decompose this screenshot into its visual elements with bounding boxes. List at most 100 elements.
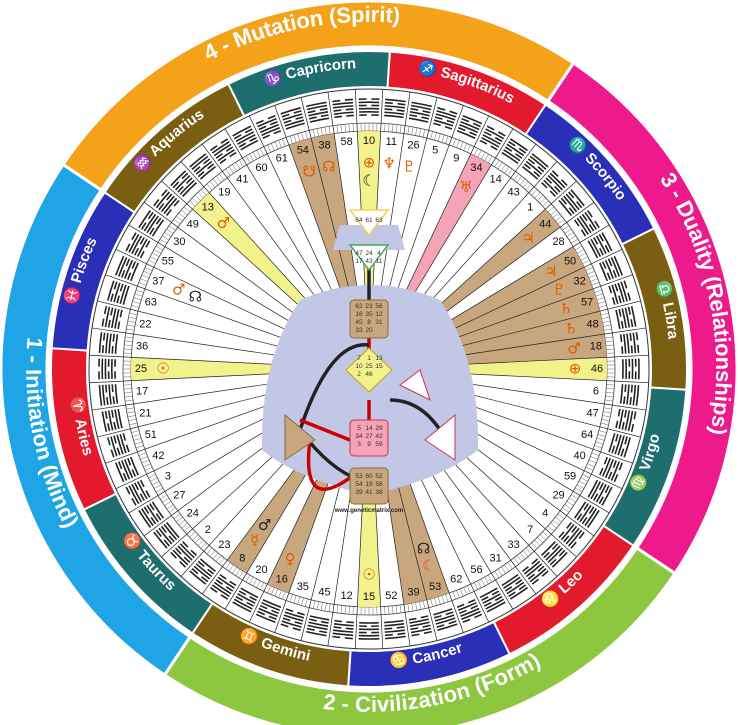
hexagram-icon: [170, 170, 197, 197]
ajna-center: [348, 244, 390, 272]
gate-number: 2: [205, 524, 211, 536]
center-gate-number: 29: [375, 425, 383, 432]
gate-number: 32: [574, 276, 586, 288]
gate-number: 56: [470, 564, 482, 576]
gate-highlight: [438, 357, 607, 381]
gate-number: 3: [165, 470, 171, 482]
gate-number: 51: [145, 429, 157, 441]
hexagram-icon: [619, 332, 640, 354]
gate-number: 54: [297, 145, 309, 157]
gate-number: 37: [152, 276, 164, 288]
hexagram-icon: [115, 456, 139, 483]
hexagram-icon: [615, 408, 637, 432]
hexagram-icon: [408, 615, 432, 637]
center-gate-number: 34: [355, 433, 363, 440]
gate-highlight: [429, 246, 585, 340]
planet-glyph-icon: ☊: [417, 539, 430, 557]
gate-number: 44: [539, 218, 551, 230]
hexagram-icon: [98, 332, 119, 354]
gate-number: 15: [363, 591, 375, 603]
gate-number: 63: [145, 297, 157, 309]
center-gate-number: 1: [367, 355, 371, 362]
gate-number: 64: [581, 429, 593, 441]
root-center: [349, 467, 389, 505]
hexagram-icon: [189, 153, 217, 180]
planet-glyph-icon: ☊: [322, 157, 335, 175]
center-gate-number: 38: [375, 489, 383, 496]
center-gate-number: 64: [355, 217, 363, 224]
planet-glyph-icon: ♂: [567, 339, 580, 357]
center-gate-number: 5: [357, 425, 361, 432]
gate-number: 50: [564, 255, 576, 267]
center-gate-number: 20: [365, 327, 373, 334]
planet-glyph-icon: ☉: [362, 566, 375, 584]
hexagram-icon: [384, 98, 406, 119]
hexagram-icon: [521, 153, 549, 180]
gate-number: 6: [593, 385, 599, 397]
gate-number: 36: [136, 341, 148, 353]
center-gate-number: 39: [355, 489, 363, 496]
gate-number: 30: [173, 236, 185, 248]
center-gate-number: 52: [375, 473, 383, 480]
planet-glyph-icon: ☋: [303, 162, 316, 180]
gate-number: 46: [591, 363, 603, 375]
hexagram-icon: [521, 558, 549, 585]
planet-glyph-icon: ♄: [564, 319, 577, 337]
center-gate-number: 14: [365, 425, 373, 432]
gate-number: 55: [162, 255, 174, 267]
g-center: [345, 347, 393, 393]
gate-highlight: [398, 153, 492, 309]
planet-glyph-icon: ♃: [544, 262, 557, 280]
gate-number: 39: [407, 587, 419, 599]
throat-center: [349, 299, 389, 339]
center-gate-number: 31: [375, 319, 383, 326]
planet-glyph-icon: ♂: [172, 281, 185, 299]
hexagram-icon: [558, 189, 585, 217]
channel-line: [389, 398, 442, 431]
center-gate-number: 53: [355, 473, 363, 480]
center-gate-number: 3: [357, 441, 361, 448]
center-gate-number: 47: [355, 250, 363, 257]
hexagram-icon: [255, 599, 282, 623]
head-silhouette: [333, 225, 405, 250]
channel-line: [299, 418, 351, 442]
center-gate-number: 54: [355, 481, 363, 488]
hexagram-icon: [599, 255, 623, 282]
planet-glyph-icon: ⊕: [569, 360, 582, 378]
hexagram-icon: [573, 210, 600, 237]
sacral-center: [349, 419, 389, 457]
hexagram-icon: [541, 541, 568, 568]
center-gate-number: 9: [367, 441, 371, 448]
spleen-center: [284, 413, 316, 461]
hexagram-icon: [479, 125, 506, 151]
gate-number: 4: [542, 508, 548, 520]
hexagram-icon: [433, 107, 458, 130]
center-gate-number: 11: [376, 258, 383, 265]
hexagram-icon: [210, 573, 237, 600]
center-gate-number: 45: [355, 319, 363, 326]
hexagram-icon: [125, 479, 151, 506]
gate-highlight: [432, 267, 594, 346]
planet-glyph-icon: ♅: [459, 178, 472, 196]
gate-number: 18: [590, 341, 602, 353]
channel-line: [306, 439, 362, 491]
hexagram-icon: [599, 456, 623, 483]
gate-number: 27: [173, 490, 185, 502]
hexagram-icon: [306, 101, 330, 123]
gate-number: 43: [508, 187, 520, 199]
gate-number: 29: [552, 490, 564, 502]
hexagram-icon: [138, 210, 165, 237]
hexagram-icon: [101, 306, 123, 330]
planet-glyph-icon: ♄: [559, 300, 572, 318]
planet-glyph-icon: ♃: [522, 229, 535, 247]
gate-highlight: [131, 357, 300, 381]
quarter-band: [0, 162, 193, 678]
planet-glyph-icon: ☾: [422, 557, 435, 575]
hexagram-icon: [280, 608, 305, 631]
planet-glyph-icon: ⊕: [363, 154, 376, 172]
gate-number: 22: [139, 318, 151, 330]
center-gate-number: 23: [365, 303, 373, 310]
hexagram-icon: [358, 622, 380, 640]
hexagram-icon: [408, 101, 432, 123]
